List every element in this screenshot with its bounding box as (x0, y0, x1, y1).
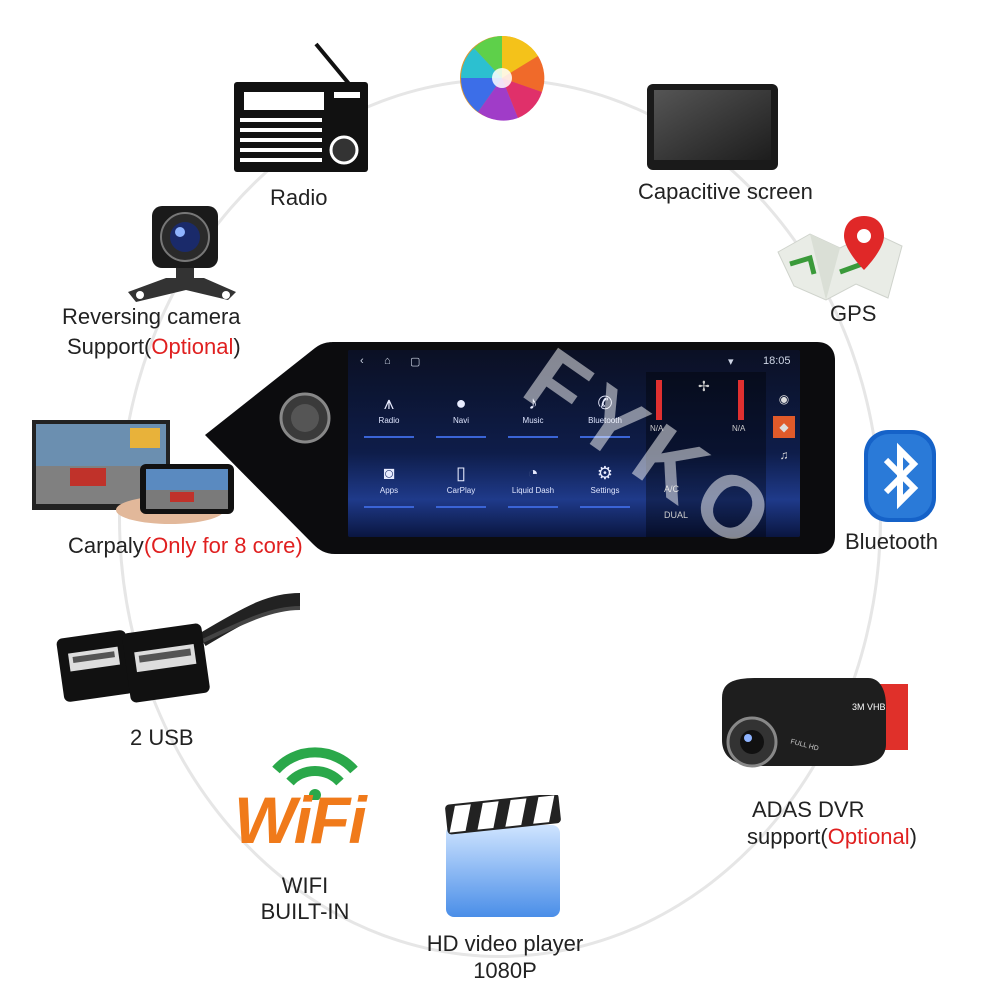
dual-button[interactable]: DUAL (664, 510, 689, 520)
bluetooth-label: Bluetooth (845, 529, 938, 554)
back-icon[interactable]: ‹ (360, 355, 364, 367)
usb-label: 2 USB (130, 725, 194, 750)
adas-optional-tag: Optional (827, 824, 910, 849)
wifi-logo: WiFi (234, 783, 367, 857)
carplay-icon: ▯ (456, 463, 466, 483)
side-music-icon[interactable]: ♫ (779, 448, 789, 462)
gps-label: GPS (830, 301, 877, 326)
radio-icon (234, 42, 368, 172)
app-music[interactable]: ♪Music (502, 388, 564, 438)
wifi-builtin-label: BUILT-IN (260, 899, 350, 924)
carplay-screen-icon (32, 420, 234, 524)
app-liquid-dash[interactable]: ◔Liquid Dash (502, 458, 564, 508)
temp-left-bar (656, 380, 662, 420)
reversing-camera-label: Reversing camera (62, 304, 241, 329)
status-bar: ‹ ⌂ ▢ ▾ 18:05 (348, 350, 800, 372)
climate-right-value: N/A (732, 424, 746, 433)
dvr-camera-icon (722, 678, 908, 768)
gear-icon: ⚙ (596, 463, 614, 483)
carplay-optional-tag: (Only for 8 core) (143, 533, 303, 558)
clock: 18:05 (763, 355, 791, 367)
phone-icon: ✆ (597, 393, 613, 413)
app-carplay[interactable]: ▯CarPlay (430, 458, 492, 508)
wifi-status-icon: ▾ (728, 356, 734, 368)
app-settings[interactable]: ⚙Settings (574, 458, 636, 508)
app-apps[interactable]: ◙Apps (358, 458, 420, 508)
video-player-icon (445, 795, 561, 917)
usb-cable-icon (56, 593, 301, 703)
side-menu-icon[interactable]: ◉ (778, 392, 790, 406)
carplay-label: Carpaly(Only for 8 core) (68, 533, 303, 558)
adas-support: support(Optional) (747, 824, 917, 849)
recent-icon[interactable]: ▢ (410, 356, 421, 368)
adas-label: ADAS DVR (752, 797, 865, 822)
wifi-label: WIFI (281, 873, 329, 898)
antenna-icon: ⩚ (383, 393, 395, 413)
bluetooth-icon (864, 430, 936, 522)
gps-map-icon (777, 216, 903, 301)
video-resolution-label: 1080P (473, 958, 537, 983)
climate-panel: ✢ N/A N/A A/C DUAL (646, 372, 766, 537)
ac-button[interactable]: A/C (664, 484, 680, 494)
gauge-icon: ◔ (527, 463, 539, 483)
reversing-camera-support: Support(Optional) (67, 334, 241, 359)
head-unit-screen: ‹ ⌂ ▢ ▾ 18:05 ⩚Radio ●Navi ♪Music ✆Bluet… (348, 350, 800, 537)
app-radio[interactable]: ⩚Radio (358, 388, 420, 438)
side-car-icon[interactable]: ◆ (773, 416, 795, 438)
wifi-icon (272, 747, 358, 800)
app-navi[interactable]: ●Navi (430, 388, 492, 438)
home-icon[interactable]: ⌂ (384, 355, 391, 367)
temp-right-bar (738, 380, 744, 420)
radio-label: Radio (270, 185, 328, 210)
dvr-tape-label: 3M VHB (852, 702, 886, 712)
music-note-icon: ♪ (528, 393, 538, 413)
capacitive-screen-label: Capacitive screen (638, 179, 813, 204)
climate-left-value: N/A (650, 424, 664, 433)
map-pin-icon: ● (455, 393, 467, 413)
fan-icon[interactable]: ✢ (698, 378, 710, 394)
reversing-camera-icon (128, 206, 236, 302)
optional-tag: Optional (151, 334, 234, 359)
color-wheel-icon (460, 35, 545, 121)
app-bluetooth[interactable]: ✆Bluetooth (574, 388, 636, 438)
video-label: HD video player (426, 931, 584, 956)
apps-icon: ◙ (383, 463, 395, 483)
tablet-screen-icon (647, 84, 778, 170)
